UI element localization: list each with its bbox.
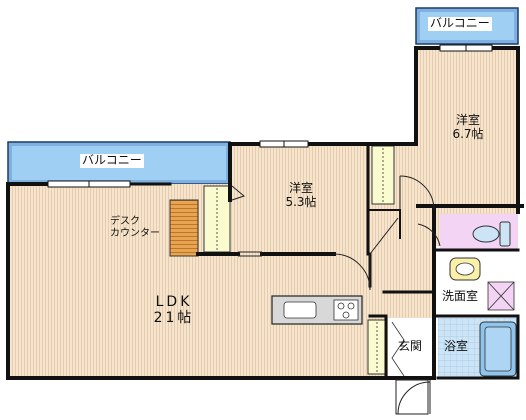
western-room-2-name: 洋室	[288, 181, 313, 195]
floor-areas	[8, 48, 518, 378]
balcony-top	[415, 7, 519, 45]
ldk-name: LDK	[155, 294, 193, 310]
entrance-label: 玄関	[398, 339, 423, 353]
stair-counter	[169, 199, 199, 257]
western-room-1-label: 洋室 6.7帖	[446, 113, 490, 142]
entrance-area	[388, 318, 434, 378]
closets	[203, 145, 395, 375]
bathroom-area	[438, 318, 518, 378]
desk-counter-line2: カウンター	[110, 227, 160, 239]
toilet-room	[440, 214, 518, 250]
bathroom-label: 浴室	[444, 339, 469, 353]
western-room-2-label: 洋室 5.3帖	[278, 181, 324, 210]
balcony-left-label: バルコニー	[80, 153, 144, 168]
desk-counter-line1: デスク	[110, 216, 140, 227]
doors	[231, 175, 441, 415]
western-room-1-area: 6.7帖	[452, 126, 484, 141]
western-room-1-name: 洋室	[455, 113, 480, 127]
western-room-2-area: 5.3帖	[285, 194, 317, 209]
ldk-area: 21帖	[153, 310, 195, 327]
washroom-label: 洗面室	[442, 289, 479, 303]
walls	[6, 46, 524, 380]
ldk-label: LDK 21帖	[148, 294, 200, 326]
desk-counter-label: デスク カウンター	[110, 216, 160, 239]
windows	[47, 44, 493, 188]
washroom-area	[434, 252, 518, 316]
kitchen-counter	[271, 295, 363, 325]
balcony-top-label: バルコニー	[428, 16, 492, 31]
